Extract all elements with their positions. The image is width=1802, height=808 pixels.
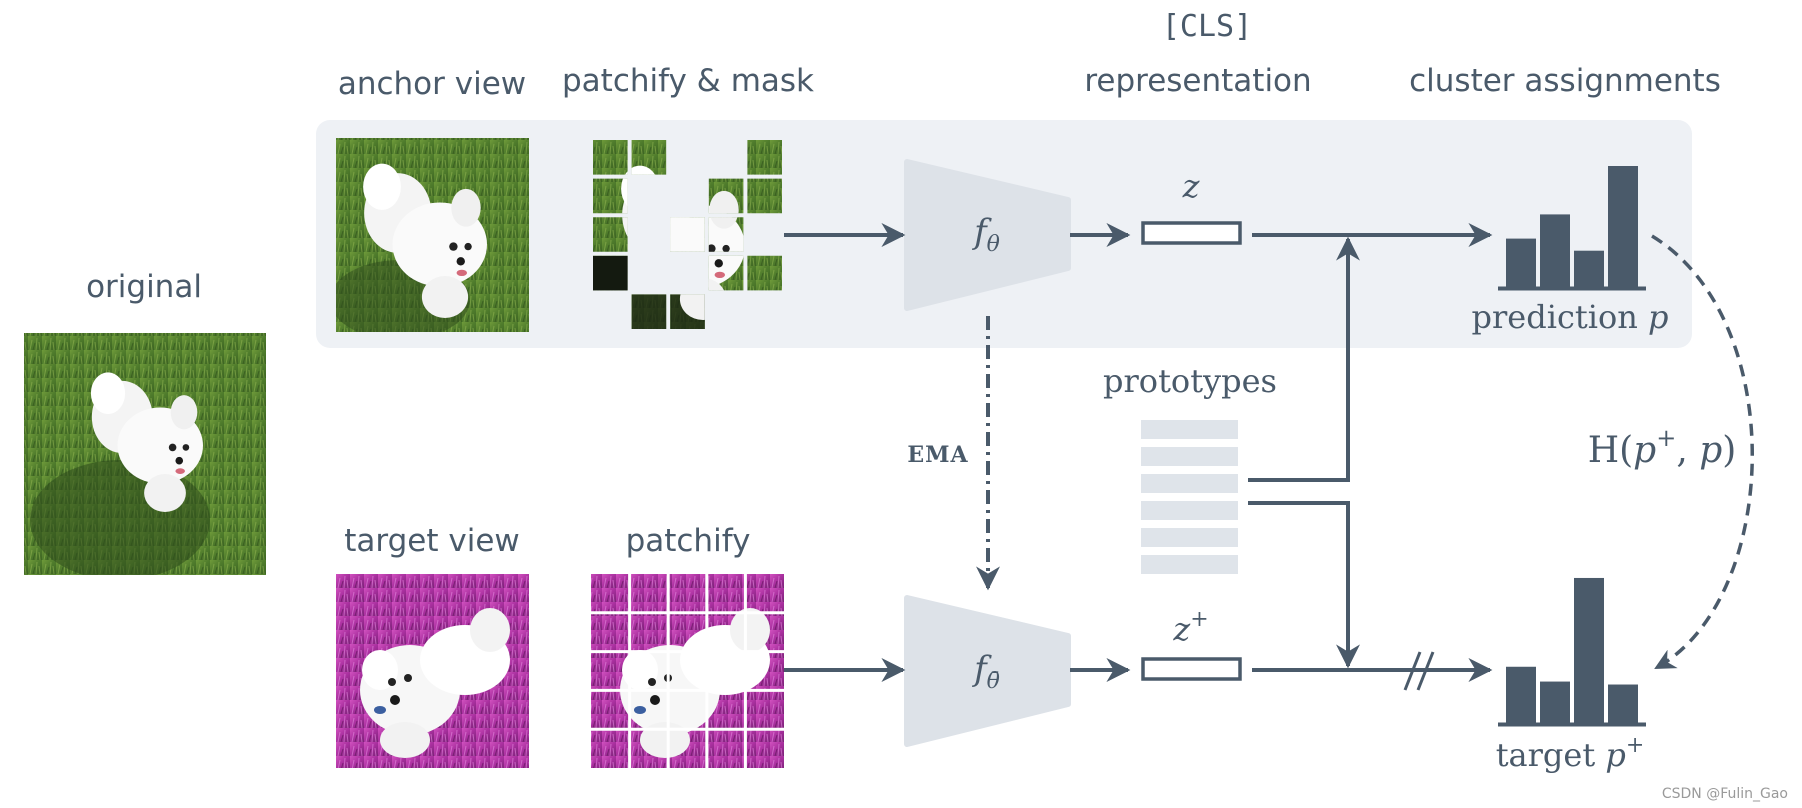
anchor-patch: [747, 140, 783, 175]
label-original: original: [86, 269, 202, 305]
histogram-bar: [1506, 666, 1536, 723]
loss-label: H(p+, p): [1588, 424, 1737, 471]
anchor-patch: [631, 294, 667, 329]
prototype-bar: [1141, 555, 1238, 574]
arrow-prototypes-to-target: [1248, 501, 1360, 669]
anchor-patch: [593, 140, 628, 175]
prototype-vectors: [1141, 420, 1238, 574]
arrow-prototypes-to-prediction: [1248, 236, 1360, 482]
anchor-patch: [670, 217, 705, 252]
label-prototypes: prototypes: [1103, 362, 1277, 400]
representation-z-label: z: [1182, 167, 1201, 205]
prototype-bar: [1141, 474, 1238, 493]
anchor-patch: [708, 178, 744, 214]
histogram-bar: [1540, 681, 1570, 723]
anchor-view-image: [336, 138, 529, 332]
histogram-bar: [1608, 166, 1638, 287]
prototype-bar: [1141, 420, 1238, 439]
representation-z-box: [1141, 221, 1242, 245]
prototype-bar: [1141, 447, 1238, 466]
anchor-patch: [708, 255, 744, 291]
histogram-bar: [1608, 684, 1638, 723]
label-patchify: patchify: [626, 523, 751, 559]
prediction-histogram: [1498, 166, 1646, 291]
label-representation: representation: [1084, 63, 1311, 99]
label-prediction: prediction p: [1472, 298, 1669, 336]
histogram-bar: [1574, 250, 1604, 287]
prototype-bar: [1141, 501, 1238, 520]
arrow-loss: [1651, 234, 1754, 670]
histogram-bar: [1506, 238, 1536, 287]
label-patchify-mask: patchify & mask: [562, 63, 814, 99]
stop-gradient-mark: [1403, 651, 1435, 691]
label-target-view: target view: [344, 523, 520, 559]
label-target: target p+: [1496, 733, 1645, 774]
representation-z-plus-box: [1141, 657, 1242, 681]
histogram-bar: [1540, 214, 1570, 287]
anchor-patch: [670, 294, 705, 329]
representation-z-plus-label: z+: [1172, 607, 1208, 648]
anchor-masked-patches: [593, 140, 783, 329]
histogram-bar: [1574, 577, 1604, 723]
anchor-patch: [593, 178, 628, 214]
original-image: [24, 333, 266, 575]
target-patches: [591, 574, 784, 768]
online-encoder: [904, 159, 1071, 311]
label-anchor-view: anchor view: [338, 66, 526, 102]
target-view-image: [336, 574, 529, 768]
label-cluster-assignments: cluster assignments: [1409, 63, 1721, 99]
anchor-patch: [747, 178, 783, 214]
anchor-patch: [631, 140, 667, 175]
anchor-patch: [593, 255, 628, 291]
anchor-patch: [747, 255, 783, 291]
label-cls-token: [CLS]: [1162, 9, 1252, 44]
anchor-patch: [708, 217, 744, 252]
prototype-bar: [1141, 528, 1238, 547]
anchor-patch: [593, 217, 628, 252]
target-histogram: [1498, 577, 1646, 727]
watermark: CSDN @Fulin_Gao: [1662, 786, 1788, 802]
label-ema: EMA: [907, 442, 968, 468]
target-encoder: [904, 595, 1071, 747]
